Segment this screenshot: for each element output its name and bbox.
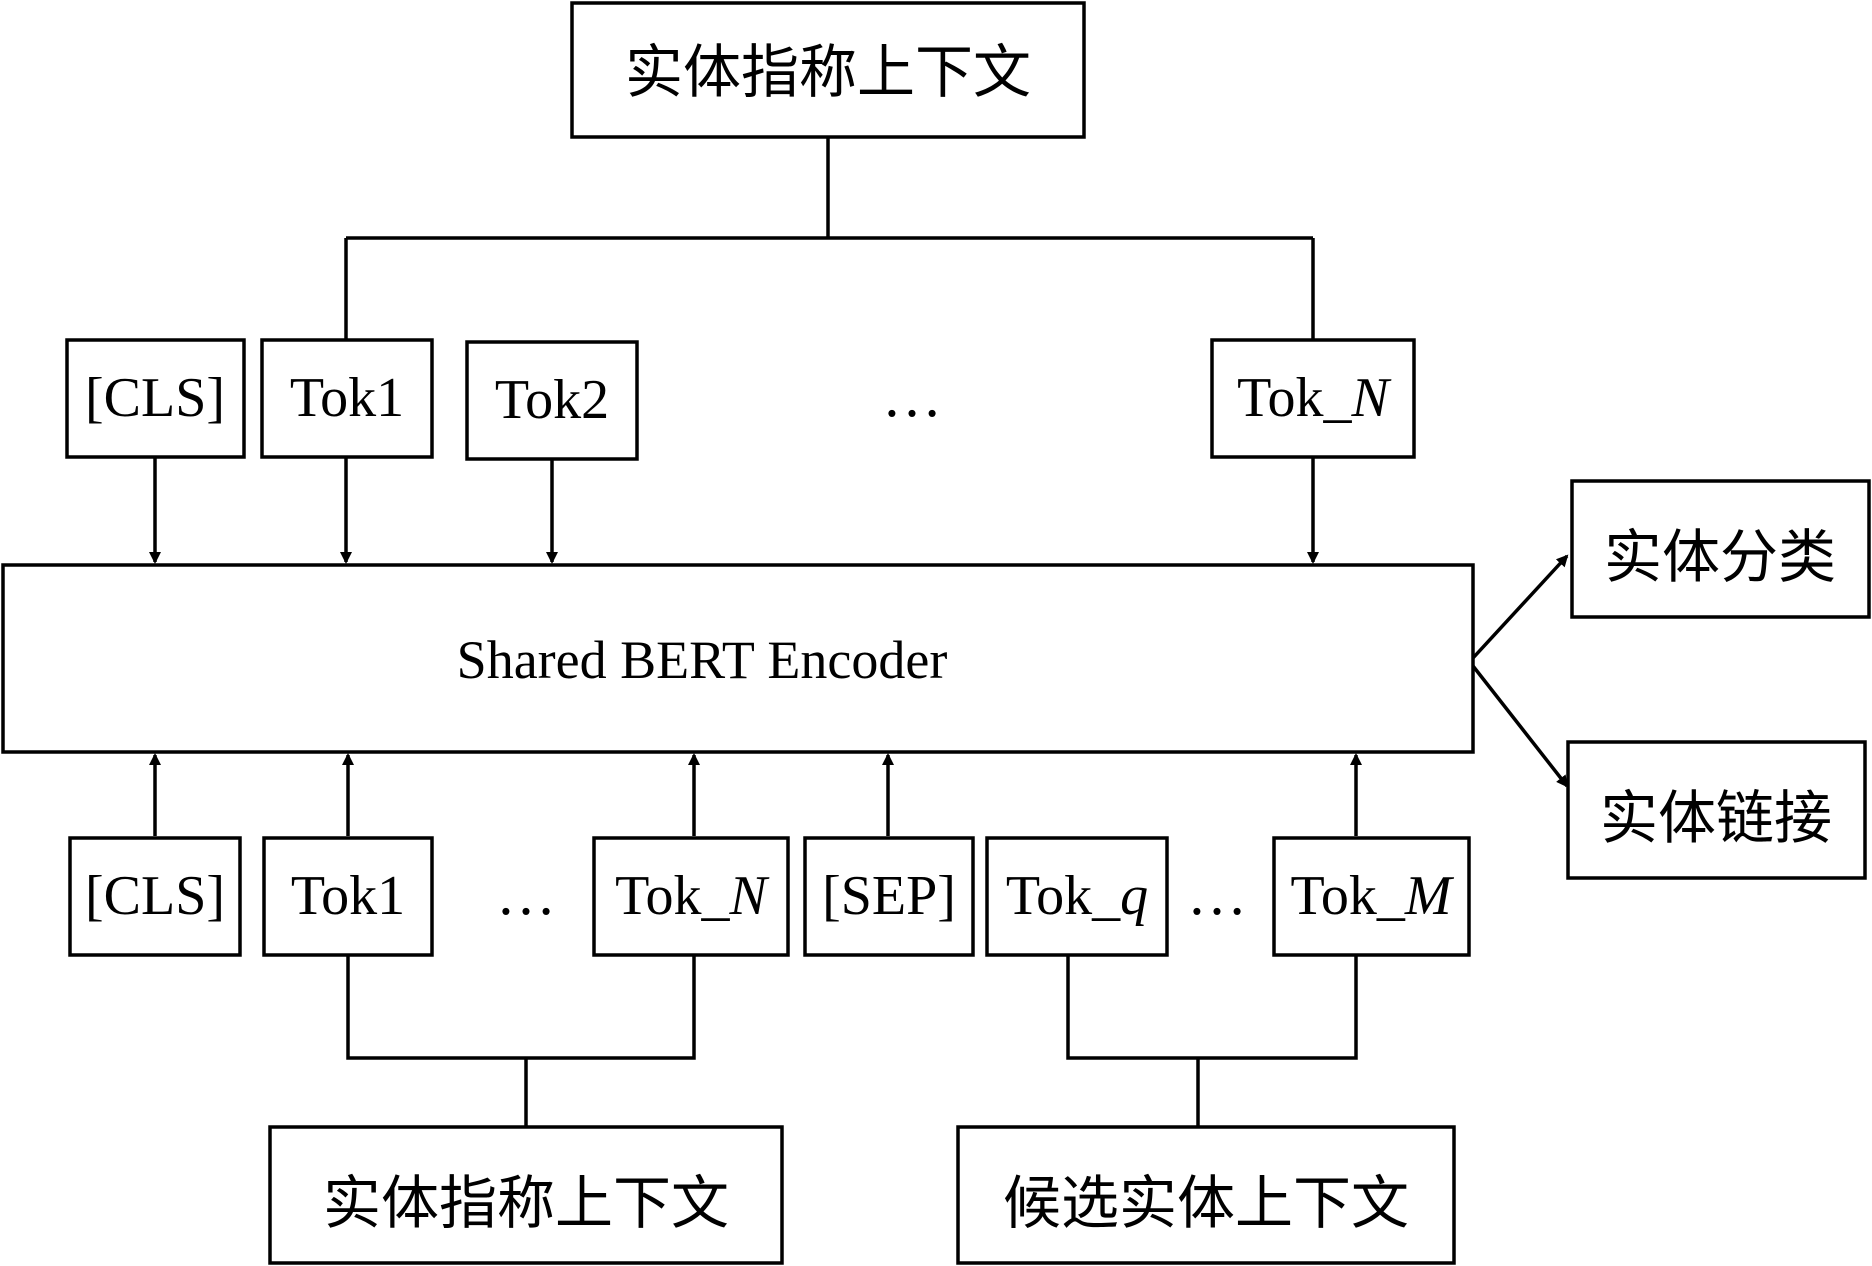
svg-text:Tok_N: Tok_N xyxy=(615,865,769,927)
bottom-ellipsis-2: … xyxy=(1187,861,1247,927)
bottom-token-tokq-prefix: Tok_ xyxy=(1006,865,1121,927)
top-context-box: 实体指称上下文 xyxy=(570,1,1086,139)
bottom-mention-context-box: 实体指称上下文 xyxy=(268,1125,784,1265)
shared-bert-encoder: Shared BERT Encoder xyxy=(1,563,1475,754)
svg-text:Tok_N: Tok_N xyxy=(1237,367,1391,429)
bottom-bracket-mention xyxy=(346,955,696,1126)
arrow-to-classification xyxy=(1471,554,1569,660)
svg-text:Tok_q: Tok_q xyxy=(1006,865,1148,927)
arrow-to-linking xyxy=(1471,664,1569,788)
bottom-token-tokm: Tok_M xyxy=(1272,836,1471,957)
output-arrows xyxy=(1471,554,1569,788)
top-bracket xyxy=(344,137,1315,340)
top-token-tok2-label: Tok2 xyxy=(495,369,609,431)
bottom-token-tokq-var: q xyxy=(1120,865,1148,927)
bottom-bracket-candidate xyxy=(1066,955,1358,1126)
bottom-ellipsis-1: … xyxy=(496,861,556,927)
top-token-tokn-prefix: Tok_ xyxy=(1237,367,1352,429)
bottom-token-tok1-label: Tok1 xyxy=(291,865,405,927)
top-context-label: 实体指称上下文 xyxy=(625,38,1031,106)
bottom-token-sep: [SEP] xyxy=(803,836,975,957)
output-linking-box: 实体链接 xyxy=(1566,740,1867,880)
bottom-token-cls: [CLS] xyxy=(68,836,242,957)
encoder-label: Shared BERT Encoder xyxy=(457,630,948,690)
top-token-cls-label: [CLS] xyxy=(85,367,225,429)
bottom-token-tokn-var: N xyxy=(728,865,769,927)
bottom-mention-context-label: 实体指称上下文 xyxy=(323,1169,729,1237)
bottom-token-tokn-prefix: Tok_ xyxy=(615,865,730,927)
bottom-token-tokm-prefix: Tok_ xyxy=(1291,865,1406,927)
bottom-candidate-context-label: 候选实体上下文 xyxy=(1003,1169,1409,1237)
svg-text:Tok_M: Tok_M xyxy=(1291,865,1455,927)
bottom-arrows xyxy=(149,753,1362,836)
bottom-token-sep-label: [SEP] xyxy=(822,865,956,927)
top-arrows xyxy=(149,457,1319,564)
output-linking-label: 实体链接 xyxy=(1600,784,1832,852)
top-token-tokn-var: N xyxy=(1350,367,1391,429)
bottom-candidate-context-box: 候选实体上下文 xyxy=(956,1125,1456,1265)
top-ellipsis: … xyxy=(882,363,942,429)
bottom-token-tokm-var: M xyxy=(1404,865,1455,927)
top-token-tok2: Tok2 xyxy=(465,340,639,461)
output-classification-box: 实体分类 xyxy=(1570,479,1871,619)
top-token-tok1-label: Tok1 xyxy=(290,367,404,429)
output-classification-label: 实体分类 xyxy=(1604,523,1836,591)
bottom-token-tok1: Tok1 xyxy=(262,836,434,957)
top-token-cls: [CLS] xyxy=(65,338,246,459)
bottom-token-cls-label: [CLS] xyxy=(85,865,225,927)
top-token-tokn: Tok_N xyxy=(1210,338,1416,459)
bottom-token-tokq: Tok_q xyxy=(985,836,1169,957)
bottom-token-tokn: Tok_N xyxy=(592,836,790,957)
top-token-tok1: Tok1 xyxy=(260,338,434,459)
